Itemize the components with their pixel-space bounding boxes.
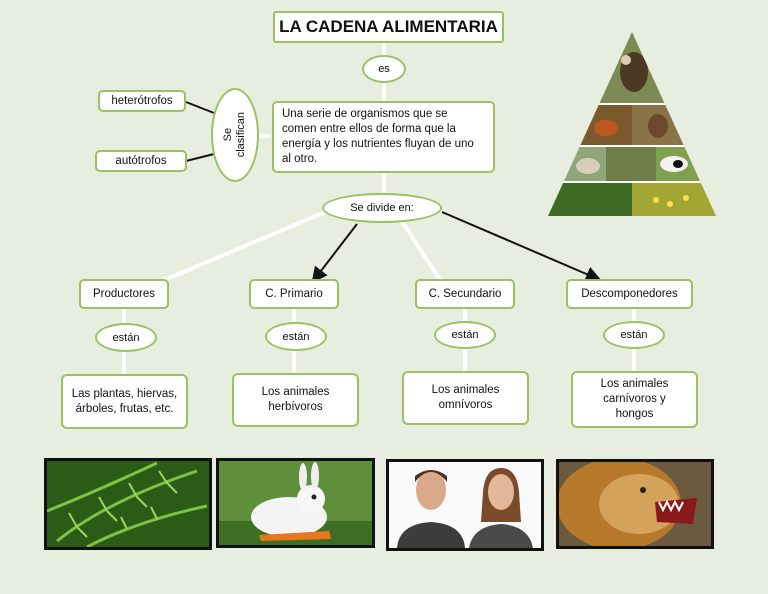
divide-secundario-connector (398, 216, 442, 282)
food-pyramid-image (548, 32, 716, 216)
definition-box: Una serie de organismos que se comen ent… (272, 101, 495, 173)
divide-primario-arrow (311, 223, 358, 284)
es-connector-label: es (362, 55, 406, 83)
estan-label: están (265, 322, 327, 351)
estan-label: están (434, 321, 496, 349)
divide-descomp-arrow (441, 211, 602, 282)
divide-productores-connector (154, 208, 331, 286)
category-descomponedores: Descomponedores (566, 279, 693, 309)
lion-photo (556, 459, 714, 549)
estan-label: están (95, 323, 157, 352)
fern-photo (44, 458, 212, 550)
category-c-primario: C. Primario (249, 279, 339, 309)
heterotrofos-connector (185, 101, 215, 114)
description-descomponedores: Los animales carnívoros y hongos (571, 371, 698, 428)
category-c-secundario: C. Secundario (415, 279, 515, 309)
autotrofos-connector (185, 153, 215, 162)
heterotrofos-box: heterótrofos (98, 90, 186, 112)
description-productores: Las plantas, hiervas, árboles, frutas, e… (61, 374, 188, 429)
category-productores: Productores (79, 279, 169, 309)
humans-photo (386, 459, 544, 551)
rabbit-photo (216, 458, 375, 548)
se-divide-en-label: Se divide en: (322, 193, 442, 223)
description-c-primario: Los animales herbívoros (232, 373, 359, 427)
estan-label: están (603, 321, 665, 349)
page-title: LA CADENA ALIMENTARIA (273, 11, 504, 43)
description-c-secundario: Los animales omnívoros (402, 371, 529, 425)
autotrofos-box: autótrofos (95, 150, 187, 172)
